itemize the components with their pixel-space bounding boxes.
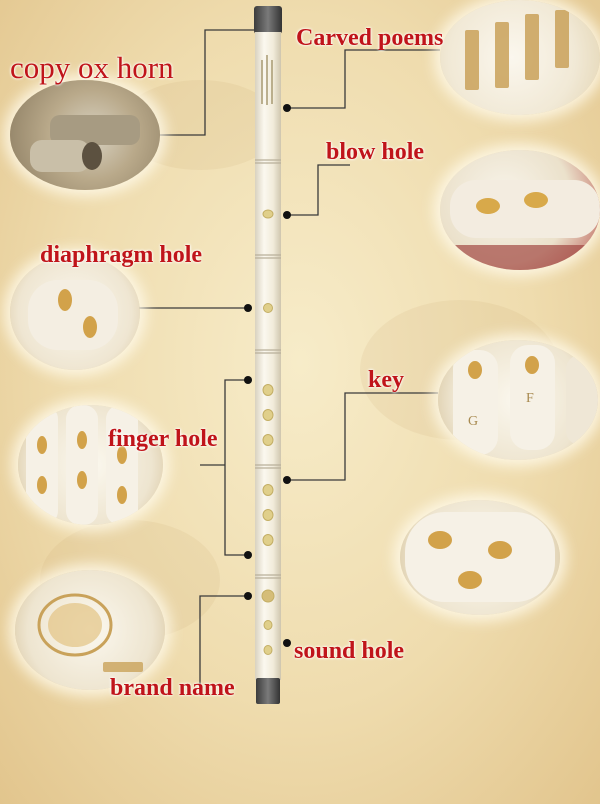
- detail-key: G F: [438, 340, 598, 460]
- label-copy-ox-horn: copy ox horn: [10, 50, 174, 85]
- line-brand-name: [199, 595, 248, 690]
- ox-horn-top-cap: [254, 6, 282, 34]
- line-blow-hole: [287, 164, 350, 216]
- line-finger-hole: [224, 379, 248, 556]
- label-key: key: [368, 367, 404, 393]
- ox-horn-bottom-cap: [256, 678, 280, 704]
- key-g-text: G: [468, 414, 478, 429]
- line-copy-ox-horn: [150, 29, 255, 136]
- detail-blow-hole: [440, 150, 600, 270]
- label-finger-hole: finger hole: [108, 426, 218, 452]
- flute: [254, 6, 282, 704]
- detail-carved-poems: [440, 0, 600, 115]
- diaphragm-hole: [263, 303, 273, 313]
- line-key: [287, 392, 438, 481]
- label-sound-hole: sound hole: [294, 638, 405, 664]
- detail-diaphragm-hole: [10, 255, 140, 370]
- flute-body: [255, 32, 281, 680]
- blow-hole: [262, 209, 274, 219]
- detail-ox-horn: [10, 80, 160, 190]
- label-brand-name: brand name: [110, 675, 235, 701]
- key-f-text: F: [526, 391, 534, 406]
- detail-brand-name: [15, 570, 165, 690]
- brand-seal-icon: [37, 593, 113, 657]
- label-blow-hole: blow hole: [326, 139, 425, 165]
- label-carved-poems: Carved poems: [296, 25, 444, 51]
- detail-finger-hole: [18, 405, 163, 525]
- detail-sound-hole: [400, 500, 560, 615]
- brand-seal: [261, 589, 275, 603]
- label-diaphragm-hole: diaphragm hole: [40, 242, 203, 268]
- line-carved-poems: [287, 49, 440, 109]
